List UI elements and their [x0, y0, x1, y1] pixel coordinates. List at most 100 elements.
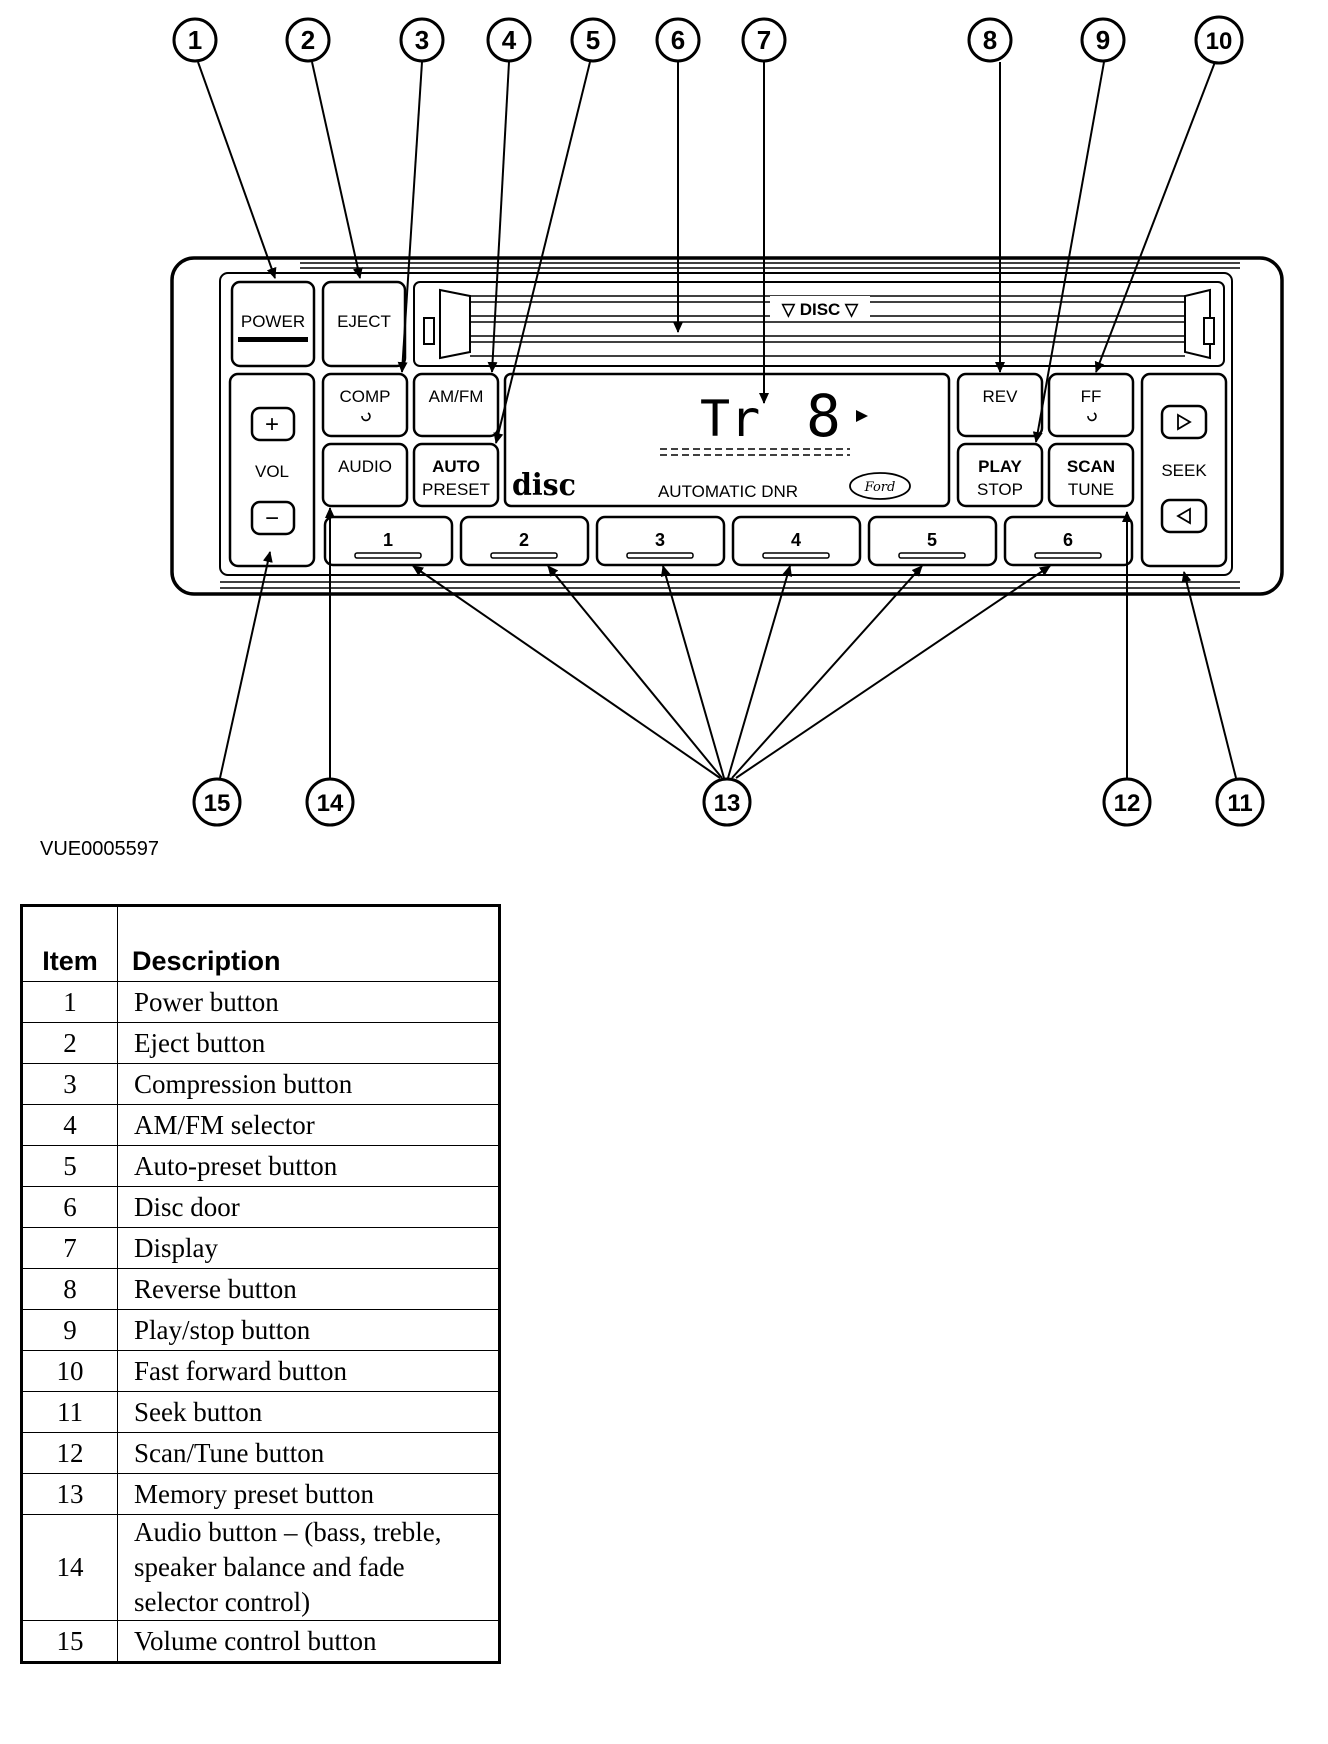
- audio-button[interactable]: AUDIO: [321, 442, 409, 508]
- row-item: 10: [21, 1350, 118, 1392]
- eject-button[interactable]: EJECT: [321, 280, 407, 368]
- amfm-label: AM/FM: [429, 387, 484, 406]
- seek-down-icon[interactable]: [1176, 507, 1191, 525]
- row-item: 15: [21, 1620, 118, 1663]
- row-item: 3: [21, 1063, 118, 1105]
- svg-text:7: 7: [757, 25, 771, 55]
- callout-7: 7: [741, 17, 787, 63]
- row-description: Eject button: [117, 1022, 500, 1064]
- svg-text:12: 12: [1114, 790, 1141, 817]
- row-item: 7: [21, 1227, 118, 1269]
- disc-label: ▽ DISC ▽: [781, 300, 859, 319]
- display-track-label: Tr: [700, 390, 760, 448]
- preset-label-4: 4: [791, 530, 801, 550]
- svg-text:11: 11: [1227, 790, 1252, 817]
- ff-button[interactable]: FF: [1047, 372, 1135, 438]
- row-item: 8: [21, 1268, 118, 1310]
- amfm-button[interactable]: AM/FM: [412, 372, 500, 438]
- svg-text:9: 9: [1096, 25, 1110, 55]
- ford-logo-icon: [849, 472, 911, 500]
- compact-disc-logo: disc: [512, 468, 576, 503]
- callout-10: 10: [1194, 15, 1244, 65]
- svg-text:15: 15: [204, 790, 231, 817]
- scan-label: SCAN: [1067, 457, 1115, 476]
- audio-label: AUDIO: [338, 457, 392, 476]
- tune-label: TUNE: [1068, 480, 1114, 499]
- svg-text:6: 6: [671, 25, 685, 55]
- preset-button-5[interactable]: 5: [867, 515, 998, 567]
- svg-text:3: 3: [415, 25, 429, 55]
- stop-label: STOP: [977, 480, 1023, 499]
- vol-down-icon[interactable]: −: [265, 505, 279, 532]
- header-description: Description: [117, 905, 500, 982]
- preset-label-6: 6: [1063, 530, 1073, 550]
- row-description: Seek button: [117, 1391, 500, 1433]
- header-item: Item: [21, 905, 118, 982]
- row-description: Play/stop button: [117, 1309, 500, 1351]
- play-indicator-icon: [856, 410, 868, 422]
- rev-button[interactable]: REV: [956, 372, 1044, 438]
- row-item: 5: [21, 1145, 118, 1187]
- preset-button-4[interactable]: 4: [731, 515, 862, 567]
- auto-preset-button[interactable]: AUTO PRESET: [412, 442, 500, 508]
- row-description: Memory preset button: [117, 1473, 500, 1515]
- callout-13: 13: [702, 777, 752, 827]
- row-item: 1: [21, 981, 118, 1023]
- preset-label-3: 3: [655, 530, 665, 550]
- preset-button-3[interactable]: 3: [595, 515, 726, 567]
- scan-tune-button[interactable]: SCAN TUNE: [1047, 442, 1135, 508]
- dnr-label: AUTOMATIC DNR: [658, 482, 798, 501]
- preset-button-2[interactable]: 2: [459, 515, 590, 567]
- leader-lines: [197, 61, 1237, 779]
- comp-button[interactable]: COMP: [321, 372, 409, 438]
- row-item: 12: [21, 1432, 118, 1474]
- seek-up-icon[interactable]: [1177, 413, 1192, 431]
- callout-14: 14: [305, 777, 355, 827]
- row-item: 14: [21, 1514, 118, 1621]
- svg-text:2: 2: [301, 25, 315, 55]
- legend-header-row: Item Description: [21, 905, 500, 982]
- callout-5: 5: [570, 17, 616, 63]
- row-description: Reverse button: [117, 1268, 500, 1310]
- callouts: 1 2 3 4 5 6 7 8 9 10 11 12 13 14 15: [172, 15, 1265, 827]
- preset-button-6[interactable]: 6: [1003, 515, 1134, 567]
- row-description: Power button: [117, 981, 500, 1023]
- eject-label: EJECT: [337, 312, 391, 331]
- volume-rocker[interactable]: + VOL −: [228, 372, 316, 568]
- play-stop-button[interactable]: PLAY STOP: [956, 442, 1044, 508]
- svg-text:4: 4: [502, 25, 517, 55]
- callout-12: 12: [1102, 777, 1152, 827]
- row-description: AM/FM selector: [117, 1104, 500, 1146]
- vol-up-icon[interactable]: +: [265, 411, 279, 438]
- callout-2: 2: [285, 17, 331, 63]
- preset-label-1: 1: [383, 530, 393, 550]
- row-description: Disc door: [117, 1186, 500, 1228]
- svg-text:5: 5: [586, 25, 600, 55]
- row-description: Display: [117, 1227, 500, 1269]
- row-item: 9: [21, 1309, 118, 1351]
- row-item: 4: [21, 1104, 118, 1146]
- callout-9: 9: [1080, 17, 1126, 63]
- callout-6: 6: [655, 17, 701, 63]
- preset-button-1[interactable]: 1: [323, 515, 454, 567]
- seek-rocker[interactable]: SEEK: [1140, 372, 1228, 568]
- seek-label: SEEK: [1161, 461, 1207, 480]
- power-button[interactable]: POWER: [230, 280, 316, 368]
- callout-11: 11: [1215, 777, 1265, 827]
- callout-4: 4: [486, 17, 532, 63]
- ff-label: FF: [1081, 387, 1102, 406]
- callout-8: 8: [967, 17, 1013, 63]
- svg-text:14: 14: [317, 790, 344, 817]
- svg-text:1: 1: [188, 25, 202, 55]
